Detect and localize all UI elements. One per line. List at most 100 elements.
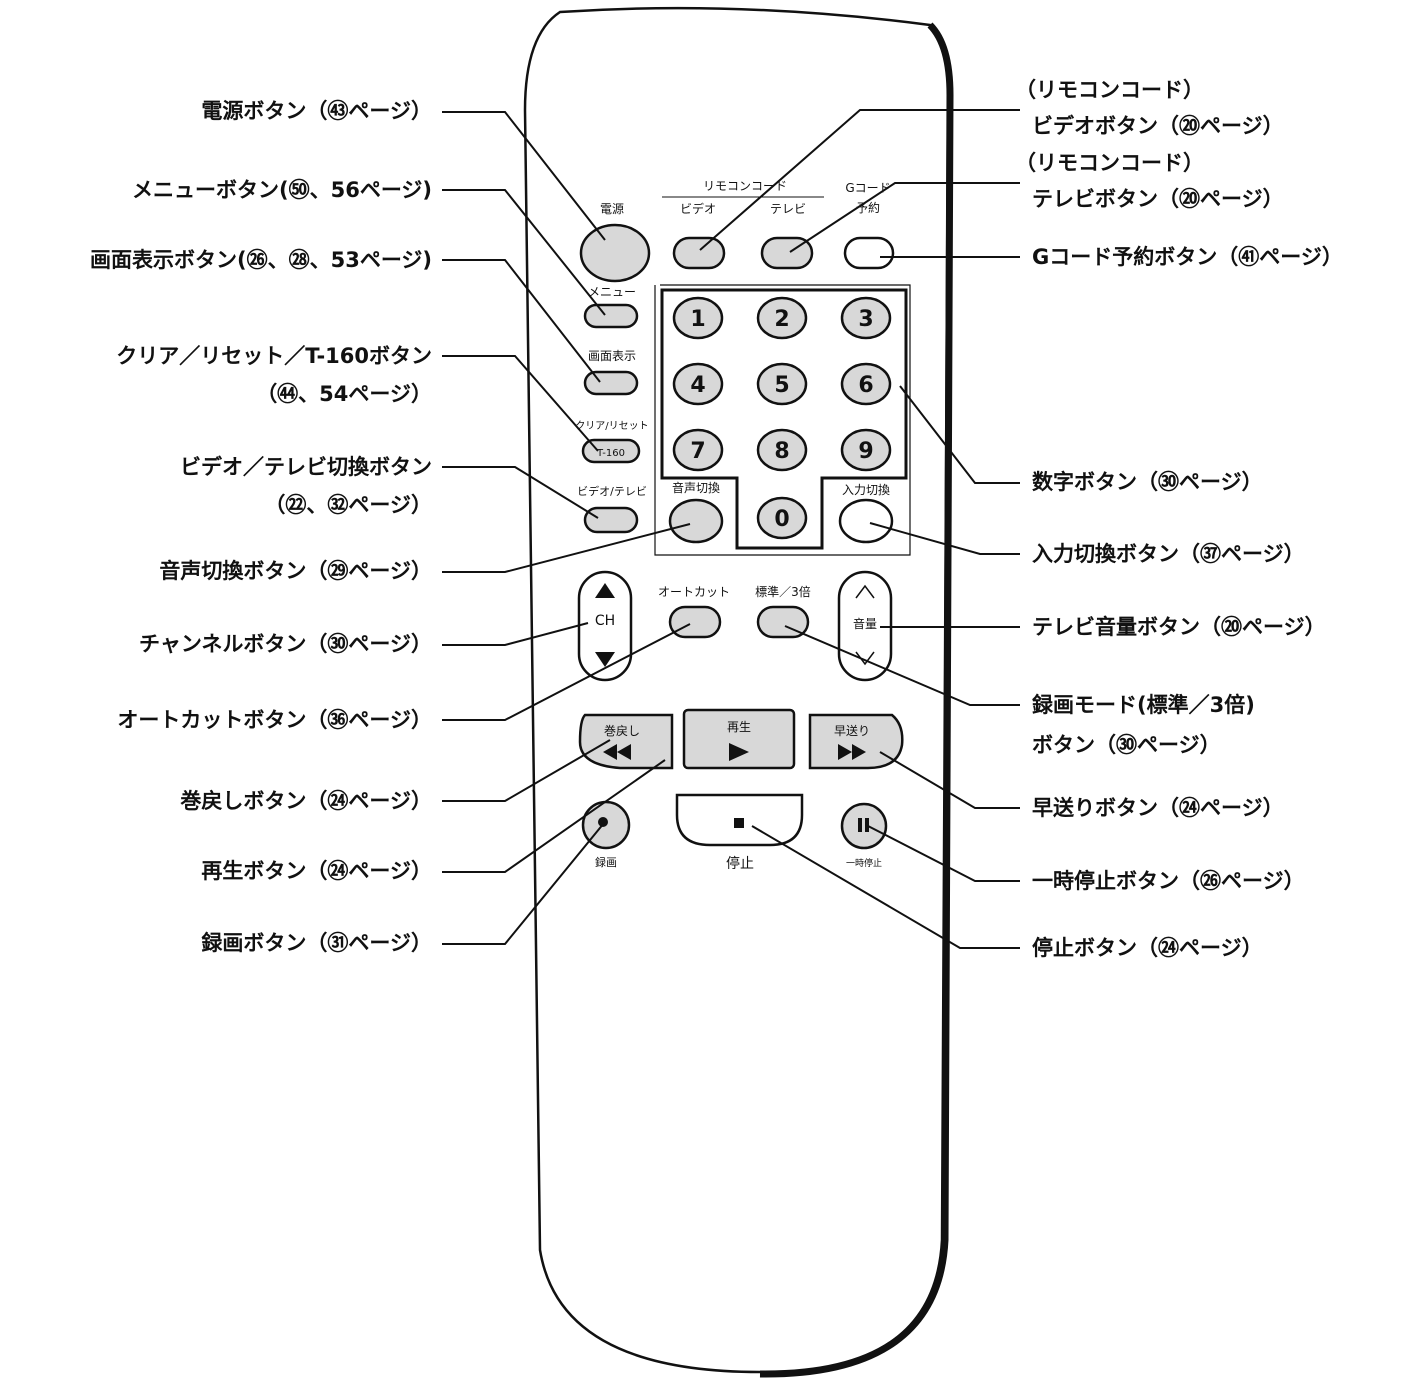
- leader-display: [442, 259, 601, 383]
- rewind-button[interactable]: [578, 713, 674, 770]
- callout-power: 電源ボタン（㊸ページ）: [201, 99, 432, 123]
- number-5-label: 5: [774, 373, 789, 398]
- callout-recmode-2: ボタン（㉚ページ）: [1032, 733, 1221, 757]
- callout-clear-pages: （㊹、54ページ）: [256, 382, 432, 406]
- display-label: 画面表示: [588, 349, 636, 363]
- video-button[interactable]: [672, 236, 726, 270]
- menu-label: メニュー: [588, 285, 636, 299]
- ffwd-icon-2: [852, 744, 866, 760]
- t160-label: T-160: [596, 448, 625, 459]
- play-icon: [729, 743, 749, 761]
- clear-reset-button[interactable]: [581, 438, 641, 464]
- channel-up-icon: [595, 583, 615, 598]
- number-4-label: 4: [690, 373, 705, 398]
- pause-label: 一時停止: [846, 857, 882, 869]
- callout-stop: 停止ボタン（㉔ページ）: [1032, 936, 1263, 960]
- right-leader-lines: [699, 109, 1020, 949]
- callout-numbers: 数字ボタン（㉚ページ）: [1032, 470, 1263, 494]
- number-8-label: 8: [774, 439, 789, 464]
- remote-body: [523, 6, 950, 1374]
- callout-remocon-video-2: ビデオボタン（⑳ページ）: [1032, 114, 1284, 138]
- number-9-button[interactable]: [840, 428, 892, 472]
- callout-videotv: ビデオ／テレビ切換ボタン: [180, 455, 432, 479]
- audio-button[interactable]: [668, 498, 724, 544]
- leader-play: [442, 759, 666, 873]
- callout-videotv-pages: （㉒、㉜ページ）: [264, 493, 432, 517]
- number-6-button[interactable]: [840, 362, 892, 406]
- number-9-label: 9: [858, 439, 873, 464]
- rec-icon: [598, 817, 608, 827]
- number-7-button[interactable]: [672, 428, 724, 472]
- leader-videotv: [442, 466, 599, 519]
- callout-remocon-tv-1: （リモコンコード）: [1015, 151, 1204, 175]
- tv-label: テレビ: [770, 202, 806, 216]
- autocut-label: オートカット: [658, 585, 730, 599]
- number-2-label: 2: [774, 307, 789, 332]
- audio-label: 音声切換: [672, 480, 720, 495]
- stop-label: 停止: [726, 855, 754, 872]
- leader-clear: [442, 355, 599, 452]
- volume-down-icon: [855, 651, 875, 666]
- channel-label: CH: [595, 613, 615, 629]
- callout-channel: チャンネルボタン（㉚ページ）: [139, 632, 432, 656]
- reserve-label: 予約: [856, 200, 880, 215]
- callout-volume: テレビ音量ボタン（⑳ページ）: [1032, 615, 1326, 639]
- number-4-button[interactable]: [672, 362, 724, 406]
- video-tv-button[interactable]: [583, 506, 639, 534]
- leader-recmode: [784, 625, 1020, 706]
- menu-button[interactable]: [583, 303, 639, 329]
- rewind-icon: [603, 744, 617, 760]
- play-button[interactable]: [682, 708, 796, 770]
- callout-rec: 録画ボタン（㉛ページ）: [201, 931, 432, 955]
- number-5-button[interactable]: [756, 362, 808, 406]
- ffwd-icon: [838, 744, 852, 760]
- power-button[interactable]: [579, 223, 651, 283]
- rewind-label: 巻戻し: [604, 724, 640, 738]
- number-8-button[interactable]: [756, 428, 808, 472]
- leader-remocon-tv: [789, 182, 1020, 253]
- number-2-button[interactable]: [756, 296, 808, 340]
- number-3-label: 3: [858, 307, 873, 332]
- number-7-label: 7: [690, 439, 705, 464]
- number-6-label: 6: [858, 373, 873, 398]
- autocut-button[interactable]: [668, 605, 722, 639]
- callout-audio: 音声切換ボタン（㉙ページ）: [159, 559, 432, 583]
- number-1-label: 1: [690, 307, 705, 332]
- volume-up-icon: [855, 584, 875, 599]
- callout-ffwd: 早送りボタン（㉔ページ）: [1032, 796, 1284, 820]
- callout-remocon-tv-2: テレビボタン（⑳ページ）: [1032, 187, 1284, 211]
- ffwd-button[interactable]: [808, 713, 904, 770]
- input-button[interactable]: [838, 498, 894, 544]
- clear-reset-label: クリア/リセット: [575, 420, 648, 432]
- display-button[interactable]: [583, 370, 639, 396]
- callout-recmode-1: 録画モード(標準／3倍): [1032, 693, 1255, 717]
- stop-icon: [734, 818, 744, 828]
- rec-label: 録画: [595, 855, 617, 869]
- gcode-reserve-button[interactable]: [843, 236, 895, 270]
- leader-input: [869, 522, 1020, 555]
- pause-button[interactable]: [840, 802, 888, 850]
- number-0-button[interactable]: [756, 496, 808, 540]
- input-label: 入力切換: [842, 483, 890, 497]
- callout-remocon-video-1: （リモコンコード）: [1015, 78, 1204, 102]
- callout-autocut: オートカットボタン（㊱ページ）: [117, 708, 432, 732]
- number-3-button[interactable]: [840, 296, 892, 340]
- remote-body-shadow: [759, 22, 954, 1378]
- callout-gcode: Gコード予約ボタン（㊶ページ）: [1032, 245, 1343, 269]
- leader-autocut: [442, 623, 691, 721]
- volume-label: 音量: [853, 616, 877, 631]
- number-pad-border: [660, 288, 908, 550]
- callout-display: 画面表示ボタン(㉖、㉘、53ページ): [90, 248, 432, 272]
- callout-play: 再生ボタン（㉔ページ）: [201, 859, 432, 883]
- leader-channel: [442, 622, 589, 646]
- callout-pause: 一時停止ボタン（㉖ページ）: [1032, 869, 1305, 893]
- leader-rec: [442, 822, 605, 945]
- number-pad-frame: [654, 284, 911, 556]
- leader-ffwd: [879, 751, 1020, 809]
- number-1-button[interactable]: [672, 296, 724, 340]
- play-label: 再生: [727, 720, 751, 734]
- leader-rewind: [442, 739, 611, 802]
- leader-stop: [751, 825, 1020, 949]
- leader-menu: [442, 189, 606, 316]
